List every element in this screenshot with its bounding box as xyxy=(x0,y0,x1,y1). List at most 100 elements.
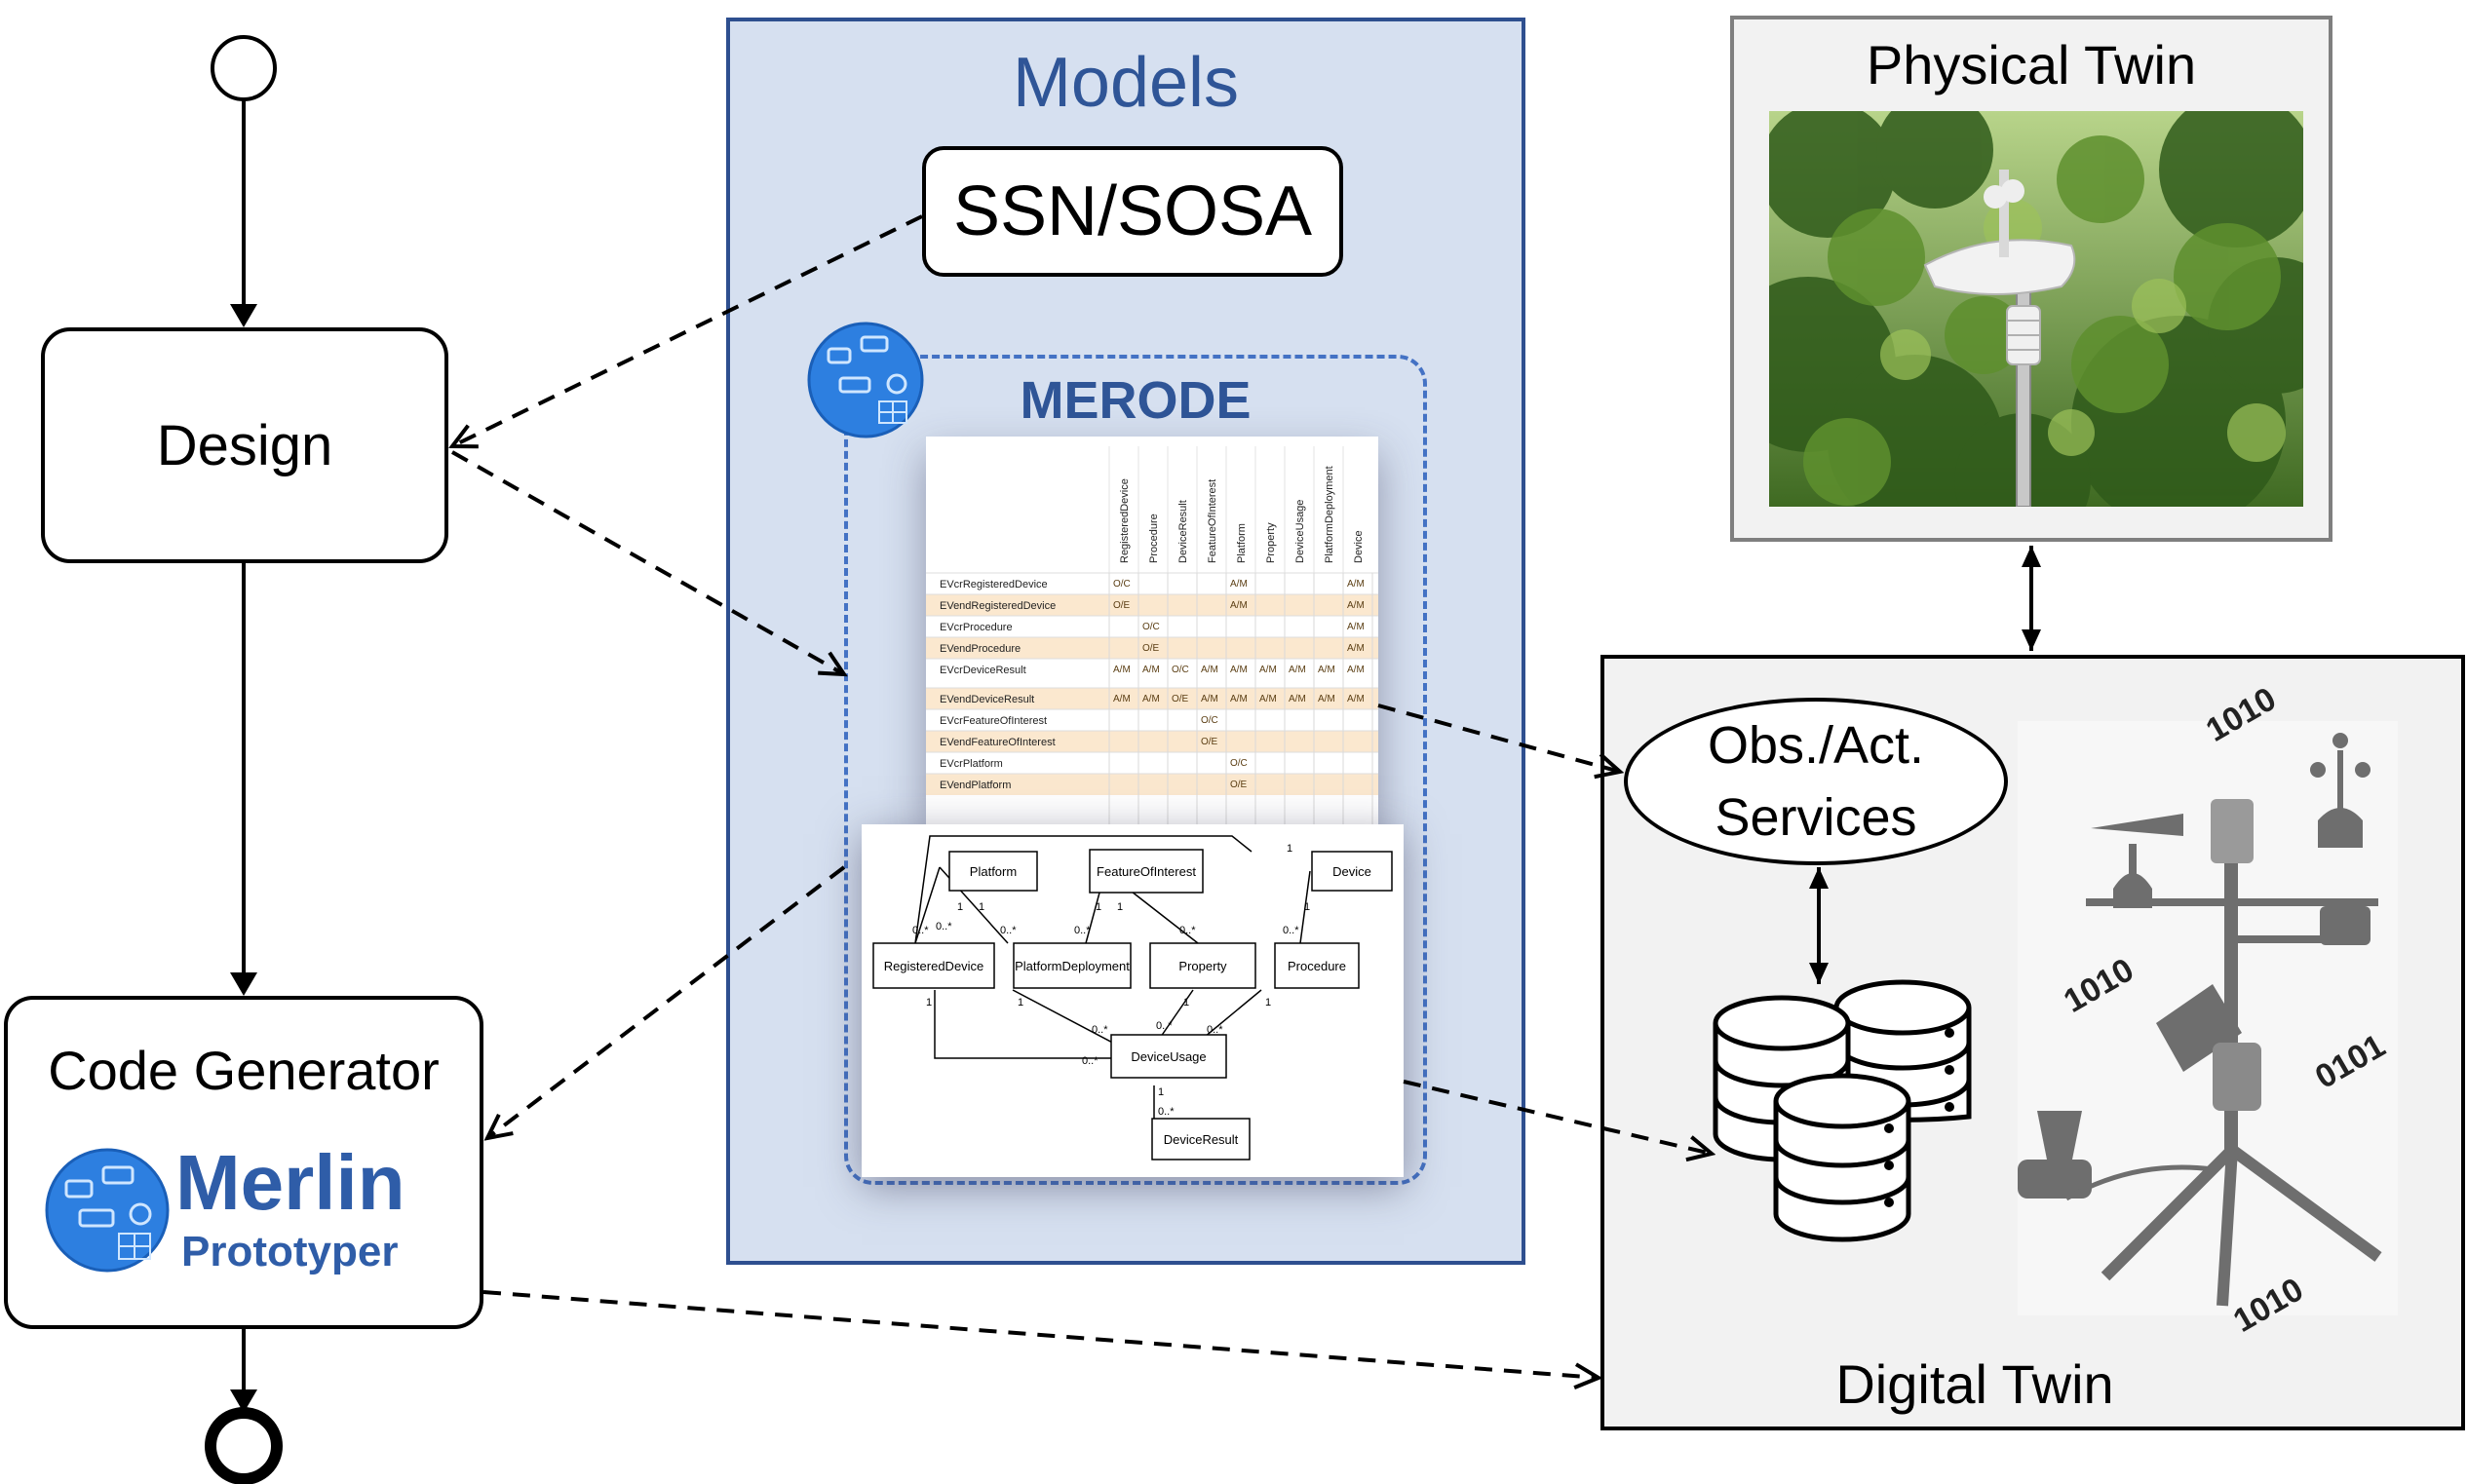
mult-one: 1 xyxy=(1018,997,1023,1008)
matrix-column-header: Procedure xyxy=(1148,514,1160,563)
obs-act-services: Obs./Act. Services xyxy=(1624,698,2008,865)
matrix-column-header: DeviceUsage xyxy=(1294,500,1306,563)
mult-many: 0..* xyxy=(1074,925,1091,936)
mult-many: 0..* xyxy=(1179,925,1196,936)
matrix-cell: A/M xyxy=(1347,579,1365,590)
matrix-cell: A/M xyxy=(1347,622,1365,632)
mult-one: 1 xyxy=(1117,901,1123,913)
matrix-cell: O/E xyxy=(1230,780,1248,790)
physical-twin-title: Physical Twin xyxy=(1866,34,2197,95)
matrix-row-label: EVendRegisteredDevice xyxy=(940,600,1056,612)
matrix-cell: O/C xyxy=(1201,715,1218,726)
matrix-cell: A/M xyxy=(1289,665,1306,675)
ssn-sosa-box: SSN/SOSA xyxy=(922,146,1343,277)
end-node xyxy=(205,1407,283,1484)
mult-one: 1 xyxy=(1265,997,1271,1008)
design-box: Design xyxy=(41,327,448,563)
matrix-cell: A/M xyxy=(1259,694,1277,704)
mult-many: 0..* xyxy=(1158,1106,1175,1118)
class-procedure: Procedure xyxy=(1288,959,1346,973)
matrix-row-label: EVcrProcedure xyxy=(940,622,1013,633)
mult-one: 1 xyxy=(1158,1086,1164,1098)
matrix-row xyxy=(926,752,1378,774)
mult-one: 1 xyxy=(926,997,932,1008)
matrix-row xyxy=(926,573,1378,594)
matrix-column-header: Property xyxy=(1265,522,1277,563)
merlin-logo-icon xyxy=(45,1148,170,1273)
matrix-cell: A/M xyxy=(1347,694,1365,704)
matrix-cell: O/E xyxy=(1113,600,1131,611)
class-registered-device: RegisteredDevice xyxy=(884,959,984,973)
matrix-cell: A/M xyxy=(1142,694,1160,704)
matrix-cell: O/E xyxy=(1142,643,1160,654)
class-platform: Platform xyxy=(970,864,1017,879)
matrix-row xyxy=(926,731,1378,752)
matrix-cell: O/E xyxy=(1201,737,1218,747)
obs-line1: Obs./Act. xyxy=(1707,716,1925,775)
matrix-cell: A/M xyxy=(1142,665,1160,675)
merlin-subtitle: Prototyper xyxy=(181,1228,399,1275)
matrix-column-header: DeviceResult xyxy=(1177,500,1189,563)
mult-many: 0..* xyxy=(1207,1024,1223,1036)
mult-many: 0..* xyxy=(1092,1024,1108,1036)
mult-one: 1 xyxy=(1287,843,1292,855)
mult-many: 0..* xyxy=(936,921,952,932)
class-feature-of-interest: FeatureOfInterest xyxy=(1097,864,1196,879)
matrix-row xyxy=(926,616,1378,637)
matrix-cell: A/M xyxy=(1318,665,1335,675)
matrix-row-label: EVcrFeatureOfInterest xyxy=(940,715,1047,727)
mult-one: 1 xyxy=(1183,997,1189,1008)
matrix-cell: A/M xyxy=(1230,579,1248,590)
start-node xyxy=(211,35,277,101)
obs-line2: Services xyxy=(1715,788,1917,847)
class-platform-deployment: PlatformDeployment xyxy=(1015,959,1130,973)
mult-many: 0..* xyxy=(1082,1055,1099,1067)
matrix-cell: A/M xyxy=(1201,665,1218,675)
matrix-cell: A/M xyxy=(1347,600,1365,611)
mult-many: 0..* xyxy=(1000,925,1017,936)
matrix-cell: O/C xyxy=(1230,758,1248,769)
matrix-cell: A/M xyxy=(1230,600,1248,611)
matrix-row xyxy=(926,659,1378,688)
matrix-row-label: EVendFeatureOfInterest xyxy=(940,737,1056,748)
physical-twin-box: Physical Twin xyxy=(1730,16,2332,542)
matrix-row-label: EVcrPlatform xyxy=(940,758,1003,770)
matrix-cell: A/M xyxy=(1259,665,1277,675)
matrix-cell: A/M xyxy=(1347,643,1365,654)
mult-one: 1 xyxy=(1096,901,1101,913)
models-title: Models xyxy=(1012,44,1240,122)
matrix-row-label: EVcrDeviceResult xyxy=(940,665,1026,676)
weather-station-photo xyxy=(1769,111,2303,507)
matrix-row-label: EVendPlatform xyxy=(940,780,1011,791)
class-device-result: DeviceResult xyxy=(1164,1132,1239,1147)
matrix-row xyxy=(926,709,1378,731)
class-property: Property xyxy=(1178,959,1227,973)
matrix-cell: A/M xyxy=(1113,665,1131,675)
matrix-column-header: RegisteredDevice xyxy=(1119,478,1131,563)
matrix-row-label: EVendProcedure xyxy=(940,643,1021,655)
matrix-cell: O/C xyxy=(1142,622,1160,632)
class-diagram: Platform FeatureOfInterest Device Regist… xyxy=(862,824,1404,1177)
mult-one: 1 xyxy=(957,901,963,913)
matrix-row xyxy=(926,637,1378,659)
code-generator-label: Code Generator xyxy=(48,1040,440,1101)
matrix-column-header: Device xyxy=(1353,530,1365,563)
matrix-cell: A/M xyxy=(1201,694,1218,704)
matrix-cell: A/M xyxy=(1113,694,1131,704)
digital-twin-title: Digital Twin xyxy=(1835,1353,2114,1415)
ssn-sosa-label: SSN/SOSA xyxy=(952,172,1313,250)
code-generator-box: Code Generator Merlin Prototyper xyxy=(4,996,483,1329)
merlin-name: Merlin xyxy=(175,1139,405,1226)
matrix-row xyxy=(926,594,1378,616)
matrix-row-label: EVcrRegisteredDevice xyxy=(940,579,1048,590)
matrix-row-label: EVendDeviceResult xyxy=(940,694,1034,705)
merode-label: MERODE xyxy=(1020,371,1252,430)
matrix-column-header: PlatformDeployment xyxy=(1324,466,1335,563)
matrix-cell: A/M xyxy=(1289,694,1306,704)
matrix-cell: A/M xyxy=(1347,665,1365,675)
matrix-cell: O/C xyxy=(1113,579,1131,590)
matrix-cell: O/C xyxy=(1172,665,1189,675)
mult-many: 0..* xyxy=(1283,925,1299,936)
